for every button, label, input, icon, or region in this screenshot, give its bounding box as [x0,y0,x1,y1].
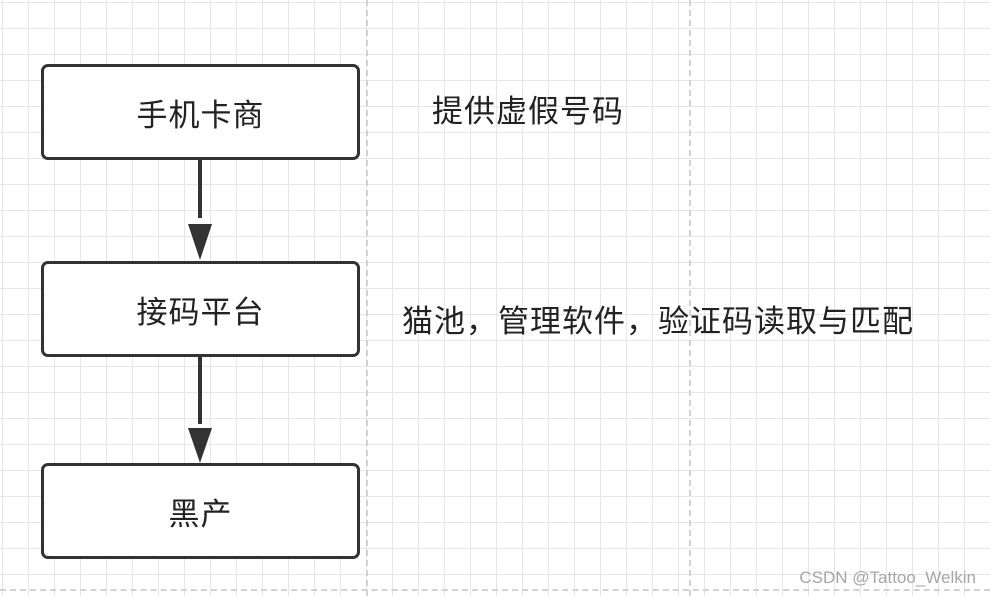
node-label: 接码平台 [136,294,265,331]
page-guide-left [366,0,368,596]
annotation-platform-note: 猫池，管理软件，验证码读取与匹配 [402,304,914,340]
node-sms-platform[interactable]: 接码平台 [41,261,360,357]
edge-vendor-to-platform [188,160,212,260]
page-guide-right [689,0,691,596]
page-guide-bottom [0,589,990,591]
arrowhead-icon [188,428,212,463]
arrowhead-icon [188,224,212,260]
edge-platform-to-black-market [188,357,212,463]
watermark-text: CSDN @Tattoo_Welkin [799,568,976,587]
annotation-vendor-note: 提供虚假号码 [432,94,624,130]
node-sim-card-vendor[interactable]: 手机卡商 [41,64,360,160]
node-label: 黑产 [168,496,233,533]
node-black-market[interactable]: 黑产 [41,463,360,559]
node-label: 手机卡商 [136,97,265,134]
